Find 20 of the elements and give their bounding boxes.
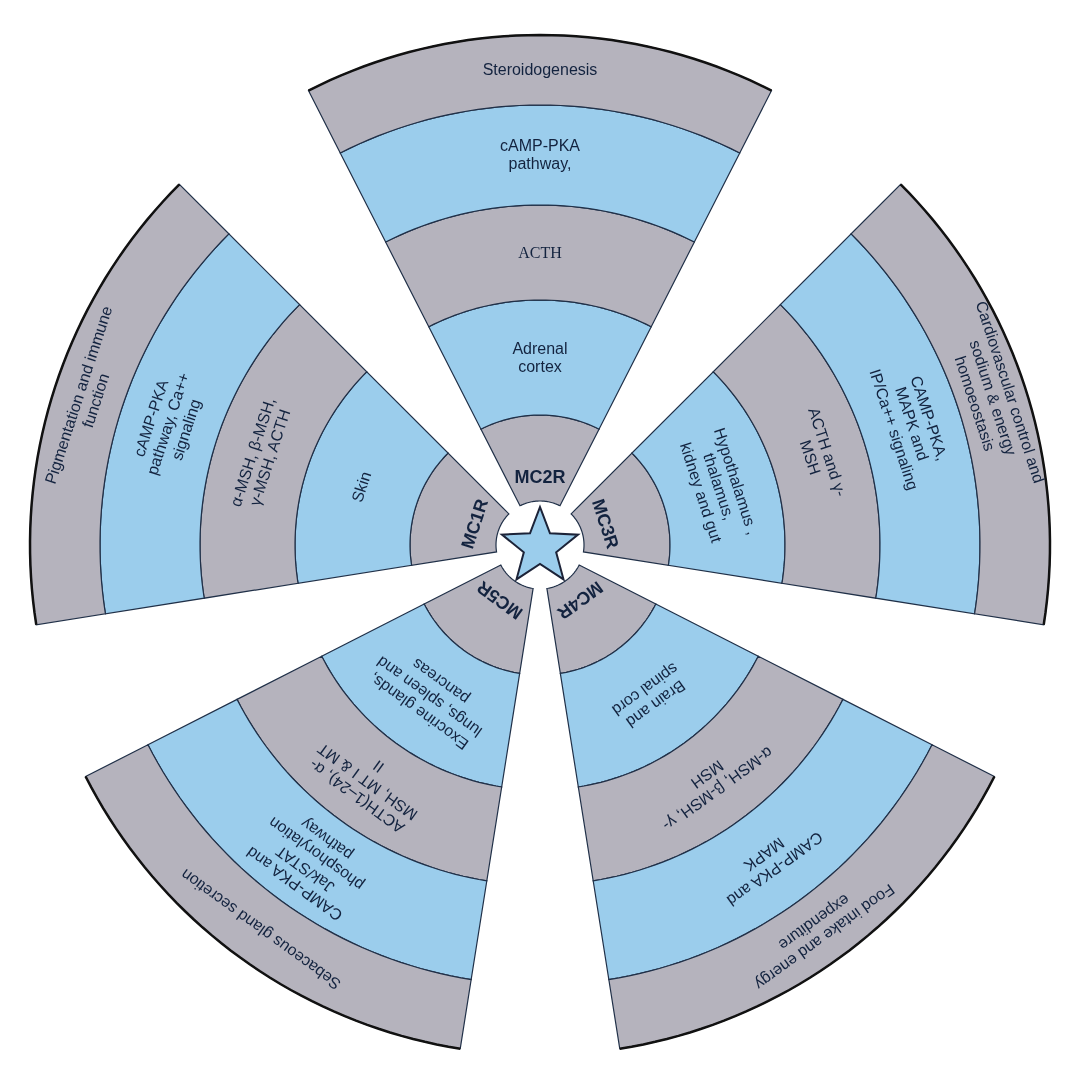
receptor-segment (408, 451, 511, 568)
receptor-label: MC2R (513, 466, 567, 488)
receptor-label: MC1R (456, 495, 494, 554)
ring-segment (849, 182, 1052, 627)
segment-label: cAMP-PKA pathway, (499, 136, 581, 174)
segment-label: Adrenal cortex (511, 339, 569, 377)
segment-label: Skin (347, 468, 376, 507)
receptor-segment (569, 451, 672, 568)
ring-segment (28, 182, 231, 627)
ring-segment (629, 369, 787, 586)
ring-segment (338, 103, 742, 245)
ring-segment (383, 203, 697, 329)
ring-segment (426, 298, 654, 432)
receptor-label: MC3R (586, 495, 624, 554)
segment-label: Steroidogenesis (481, 60, 599, 80)
ring-segment (306, 33, 774, 155)
ring-segment (606, 742, 997, 1051)
ring-segment (293, 369, 451, 586)
segment-label: ACTH (517, 243, 563, 263)
segment-label: ACTH and γ-MSH (795, 404, 851, 501)
